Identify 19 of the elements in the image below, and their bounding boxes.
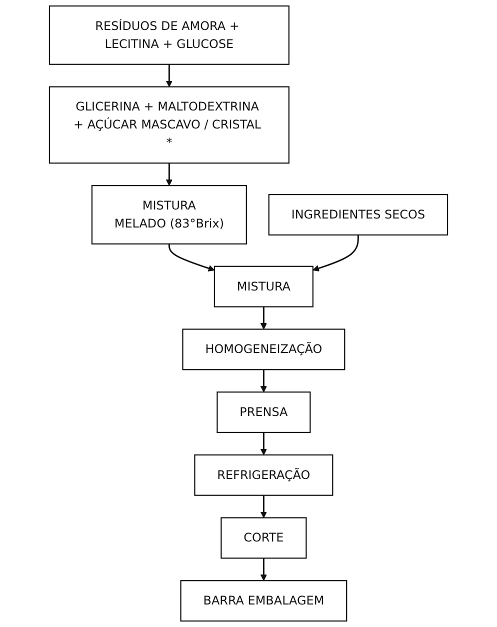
arrow	[260, 495, 267, 518]
arrow	[168, 244, 215, 272]
arrow	[260, 558, 267, 581]
node-box: REFRIGERAÇÃO	[194, 454, 334, 496]
node-box: RESÍDUOS DE AMORA + LECITINA + GLUCOSE	[48, 5, 290, 65]
node-box: PRENSA	[216, 392, 311, 434]
arrow	[166, 64, 172, 88]
node-box: BARRA EMBALAGEM	[180, 580, 348, 622]
node-box: INGREDIENTES SECOS	[268, 194, 448, 236]
arrow	[260, 432, 267, 456]
node-box: GLICERINA + MALTODEXTRINA + AÇÚCAR MASCAVO / CRISTAL *	[48, 86, 290, 164]
node-box: MISTURA	[214, 266, 314, 308]
arrow	[260, 370, 267, 392]
node-box: CORTE	[220, 517, 307, 559]
arrow	[166, 163, 172, 186]
arrow	[260, 306, 267, 330]
node-box: MISTURA MELADO (83°Brix)	[91, 185, 247, 244]
arrow	[312, 234, 359, 272]
node-box: HOMOGENEIZAÇÃO	[182, 328, 346, 370]
